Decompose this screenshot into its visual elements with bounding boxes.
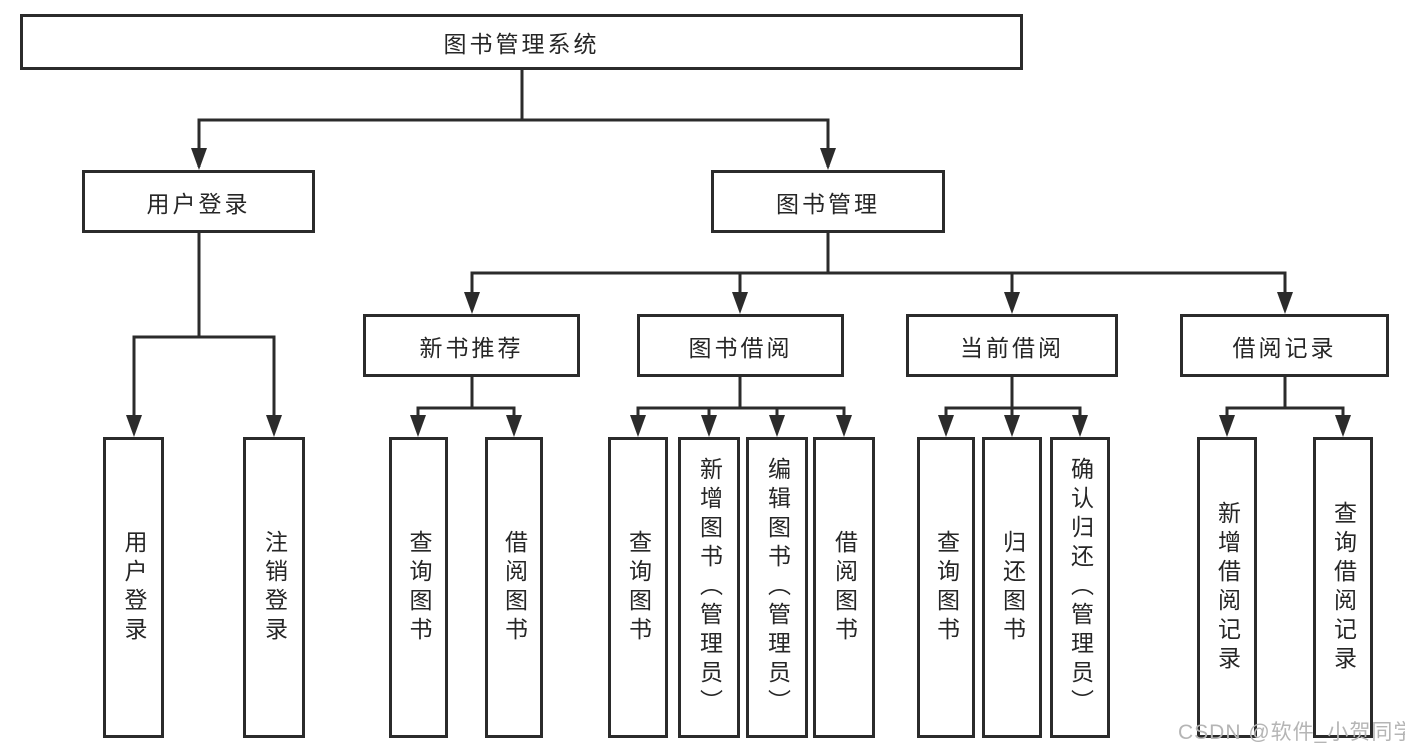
- connector-level2-bar: [197, 118, 830, 167]
- leaf-logout: 注销登录: [243, 437, 305, 738]
- node-label: 图书管理系统: [443, 31, 600, 57]
- node-label: 查询图书: [933, 529, 960, 646]
- leaf-query-borrow-record: 查询借阅记录: [1313, 437, 1373, 738]
- connector-currentborrow-bar: [944, 406, 1082, 433]
- node-label: 查询图书: [625, 529, 652, 646]
- connector-records-bar: [1225, 406, 1345, 433]
- leaf-query-books-borrow: 查询图书: [608, 437, 668, 738]
- node-label: 确认归还（管理员）: [1067, 457, 1094, 718]
- node-label: 查询图书: [406, 529, 432, 646]
- node-label: 用户登录: [146, 190, 251, 217]
- node-label: 借阅记录: [1232, 334, 1337, 361]
- leaf-return-book: 归还图书: [982, 437, 1042, 738]
- node-current-borrow: 当前借阅: [906, 314, 1118, 377]
- connector-level3-bar: [470, 271, 1287, 310]
- leaf-query-books-current: 查询图书: [917, 437, 975, 738]
- node-label: 借阅图书: [831, 529, 858, 646]
- node-label: 新书推荐: [419, 334, 524, 361]
- leaf-user-login: 用户登录: [103, 437, 164, 738]
- node-label: 查询借阅记录: [1330, 500, 1357, 675]
- node-root-system: 图书管理系统: [20, 14, 1023, 70]
- node-label: 借阅图书: [501, 529, 528, 646]
- node-label: 新增借阅记录: [1214, 500, 1241, 675]
- node-label: 当前借阅: [960, 334, 1064, 361]
- node-label: 注销登录: [261, 529, 288, 646]
- connector-newbook-bar: [416, 406, 516, 433]
- node-label: 图书借阅: [688, 334, 793, 361]
- leaf-confirm-return-admin: 确认归还（管理员）: [1050, 437, 1110, 738]
- node-user-login: 用户登录: [82, 170, 315, 233]
- leaf-query-books-recommend: 查询图书: [389, 437, 448, 738]
- leaf-edit-book-admin: 编辑图书（管理员）: [746, 437, 808, 738]
- leaf-borrow-books: 借阅图书: [813, 437, 875, 738]
- node-borrow-records: 借阅记录: [1180, 314, 1389, 377]
- node-label: 归还图书: [999, 529, 1026, 646]
- connector-bookborrow-bar: [636, 406, 846, 433]
- leaf-add-book-admin: 新增图书（管理员）: [678, 437, 740, 738]
- node-label: 编辑图书（管理员）: [764, 457, 791, 718]
- leaf-add-borrow-record: 新增借阅记录: [1197, 437, 1257, 738]
- node-label: 新增图书（管理员）: [696, 457, 723, 718]
- node-label: 用户登录: [121, 529, 147, 646]
- node-book-borrow: 图书借阅: [637, 314, 844, 377]
- connector-userlogin-bar: [132, 335, 276, 433]
- node-book-management: 图书管理: [711, 170, 945, 233]
- leaf-borrow-books-recommend: 借阅图书: [485, 437, 543, 738]
- node-new-book-recommend: 新书推荐: [363, 314, 580, 377]
- node-label: 图书管理: [776, 190, 880, 217]
- csdn-watermark: CSDN @软件_小贺同学: [1178, 721, 1405, 744]
